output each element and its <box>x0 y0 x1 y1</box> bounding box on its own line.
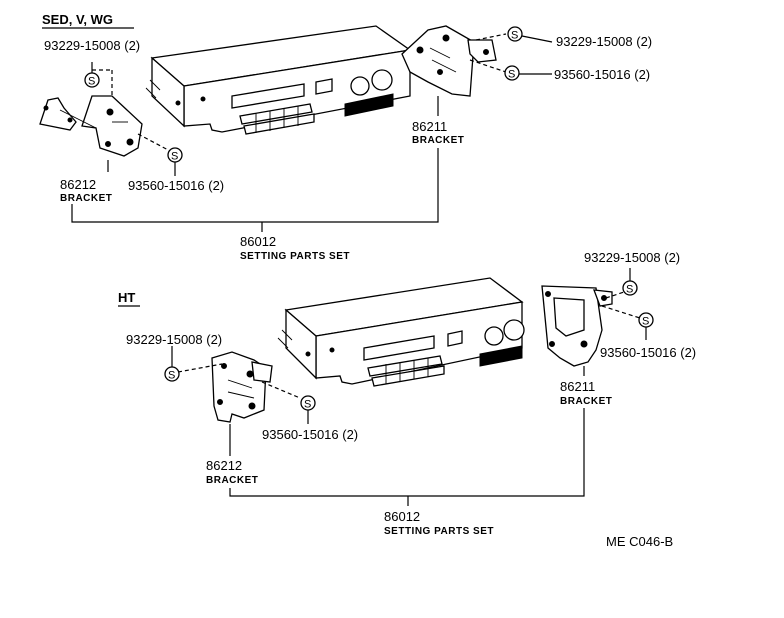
top-set-number: 86012 <box>240 234 276 249</box>
top-section-title: SED, V, WG <box>42 12 113 27</box>
top-left-bracket-name: BRACKET <box>60 193 112 204</box>
bottom-section: HT <box>118 250 696 537</box>
bottom-set-name: SETTING PARTS SET <box>384 526 494 537</box>
bottom-left-screw-top-dash <box>177 363 223 373</box>
top-right-screw-top-dash <box>475 33 507 41</box>
bottom-radio-unit <box>277 277 525 387</box>
top-right-bolt-bottom-label: 93560-15016 (2) <box>554 67 650 82</box>
top-right-bracket-name: BRACKET <box>412 135 464 146</box>
bottom-section-title: HT <box>118 290 135 305</box>
top-radio-unit <box>145 25 412 135</box>
bottom-left-bracket-number: 86212 <box>206 458 242 473</box>
top-set-bracket-line <box>71 148 439 223</box>
bottom-right-bracket-name: BRACKET <box>560 396 612 407</box>
bottom-right-screw-top: S <box>622 280 638 296</box>
bottom-left-screw-top: S <box>164 366 180 382</box>
bottom-right-bolt-top-label: 93229-15008 (2) <box>584 250 680 265</box>
bottom-right-bracket-number: 86211 <box>560 379 595 394</box>
bottom-right-bracket <box>541 285 613 367</box>
screw-s-icon: S <box>508 69 515 81</box>
top-left-screw-bottom: S <box>167 147 183 163</box>
bottom-right-bolt-bottom-label: 93560-15016 (2) <box>600 345 696 360</box>
bottom-left-bracket <box>211 351 273 423</box>
top-right-bolt-top-label: 93229-15008 (2) <box>556 34 652 49</box>
bottom-left-screw-bottom-dash <box>261 381 301 399</box>
top-left-bracket-number: 86212 <box>60 177 96 192</box>
top-right-bracket-number: 86211 <box>412 119 447 134</box>
top-right-screw-top: S <box>507 26 523 42</box>
top-left-bolt-bottom-label: 93560-15016 (2) <box>128 178 224 193</box>
screw-s-icon: S <box>304 399 311 411</box>
top-set-name: SETTING PARTS SET <box>240 251 350 262</box>
top-left-bolt-top-label: 93229-15008 (2) <box>44 38 140 53</box>
screw-s-icon: S <box>168 370 175 382</box>
screw-s-icon: S <box>171 151 178 163</box>
bottom-set-number: 86012 <box>384 509 420 524</box>
top-right-bracket <box>401 25 497 97</box>
bottom-right-screw-top-dash <box>605 291 625 299</box>
screw-s-icon: S <box>626 284 633 296</box>
bottom-set-bracket-line <box>229 408 585 497</box>
top-left-screw-top: S <box>84 72 100 88</box>
top-left-screw-bottom-dash <box>137 133 173 153</box>
bottom-left-screw-bottom: S <box>300 395 316 411</box>
top-right-screw-bottom-dash <box>469 59 507 73</box>
bottom-right-screw-bottom: S <box>638 312 654 328</box>
bottom-left-bracket-name: BRACKET <box>206 475 258 486</box>
screw-s-icon: S <box>511 30 518 42</box>
top-left-bracket <box>39 95 143 157</box>
figure-code: ME C046-B <box>606 534 673 549</box>
bottom-left-bolt-top-label: 93229-15008 (2) <box>126 332 222 347</box>
top-section: SED, V, WG <box>39 12 652 262</box>
top-right-screw-top-leader <box>521 35 553 43</box>
bottom-right-screw-bottom-dash <box>601 305 641 319</box>
screw-s-icon: S <box>642 316 649 328</box>
bottom-left-bolt-bottom-label: 93560-15016 (2) <box>262 427 358 442</box>
top-right-screw-bottom: S <box>504 65 520 81</box>
screw-s-icon: S <box>88 76 95 88</box>
